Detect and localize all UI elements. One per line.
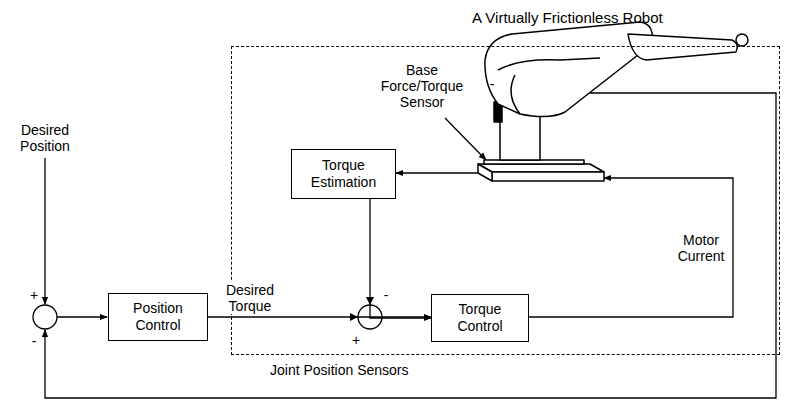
summing-junction xyxy=(33,305,57,329)
sign-label: + xyxy=(28,287,40,303)
sign-label: - xyxy=(28,333,40,349)
sign-label: - xyxy=(486,76,498,92)
signal-line xyxy=(57,316,107,317)
system-boundary: A Virtually Frictionless RobotTorque Est… xyxy=(231,46,780,355)
signal-connector xyxy=(370,199,431,318)
signal-label: Motor Current xyxy=(672,232,730,264)
feedback-line xyxy=(45,93,776,398)
motor-current-line xyxy=(529,178,733,317)
region-title: A Virtually Frictionless Robot xyxy=(472,9,663,26)
signal-label: Joint Position Sensors xyxy=(270,362,409,378)
box-text: Torque Control xyxy=(443,301,517,335)
part-label: Base Force/Torque Sensor xyxy=(372,62,472,110)
process-box: Torque Estimation xyxy=(291,149,396,199)
arrowhead xyxy=(366,297,374,305)
sensor-signal xyxy=(396,172,482,173)
process-box: Position Control xyxy=(108,293,208,341)
box-text: Torque Estimation xyxy=(303,157,384,191)
input-line xyxy=(44,158,45,304)
arrowhead xyxy=(350,313,358,321)
junction-arrowheads xyxy=(350,297,374,321)
sign-label: - xyxy=(380,287,392,303)
box-text: Position Control xyxy=(120,300,196,334)
sign-label: + xyxy=(350,332,362,348)
process-box: Torque Control xyxy=(431,294,529,342)
edge-label: Desired Torque xyxy=(214,282,286,314)
input-label: Desired Position xyxy=(3,122,87,154)
leader-line xyxy=(445,118,486,160)
